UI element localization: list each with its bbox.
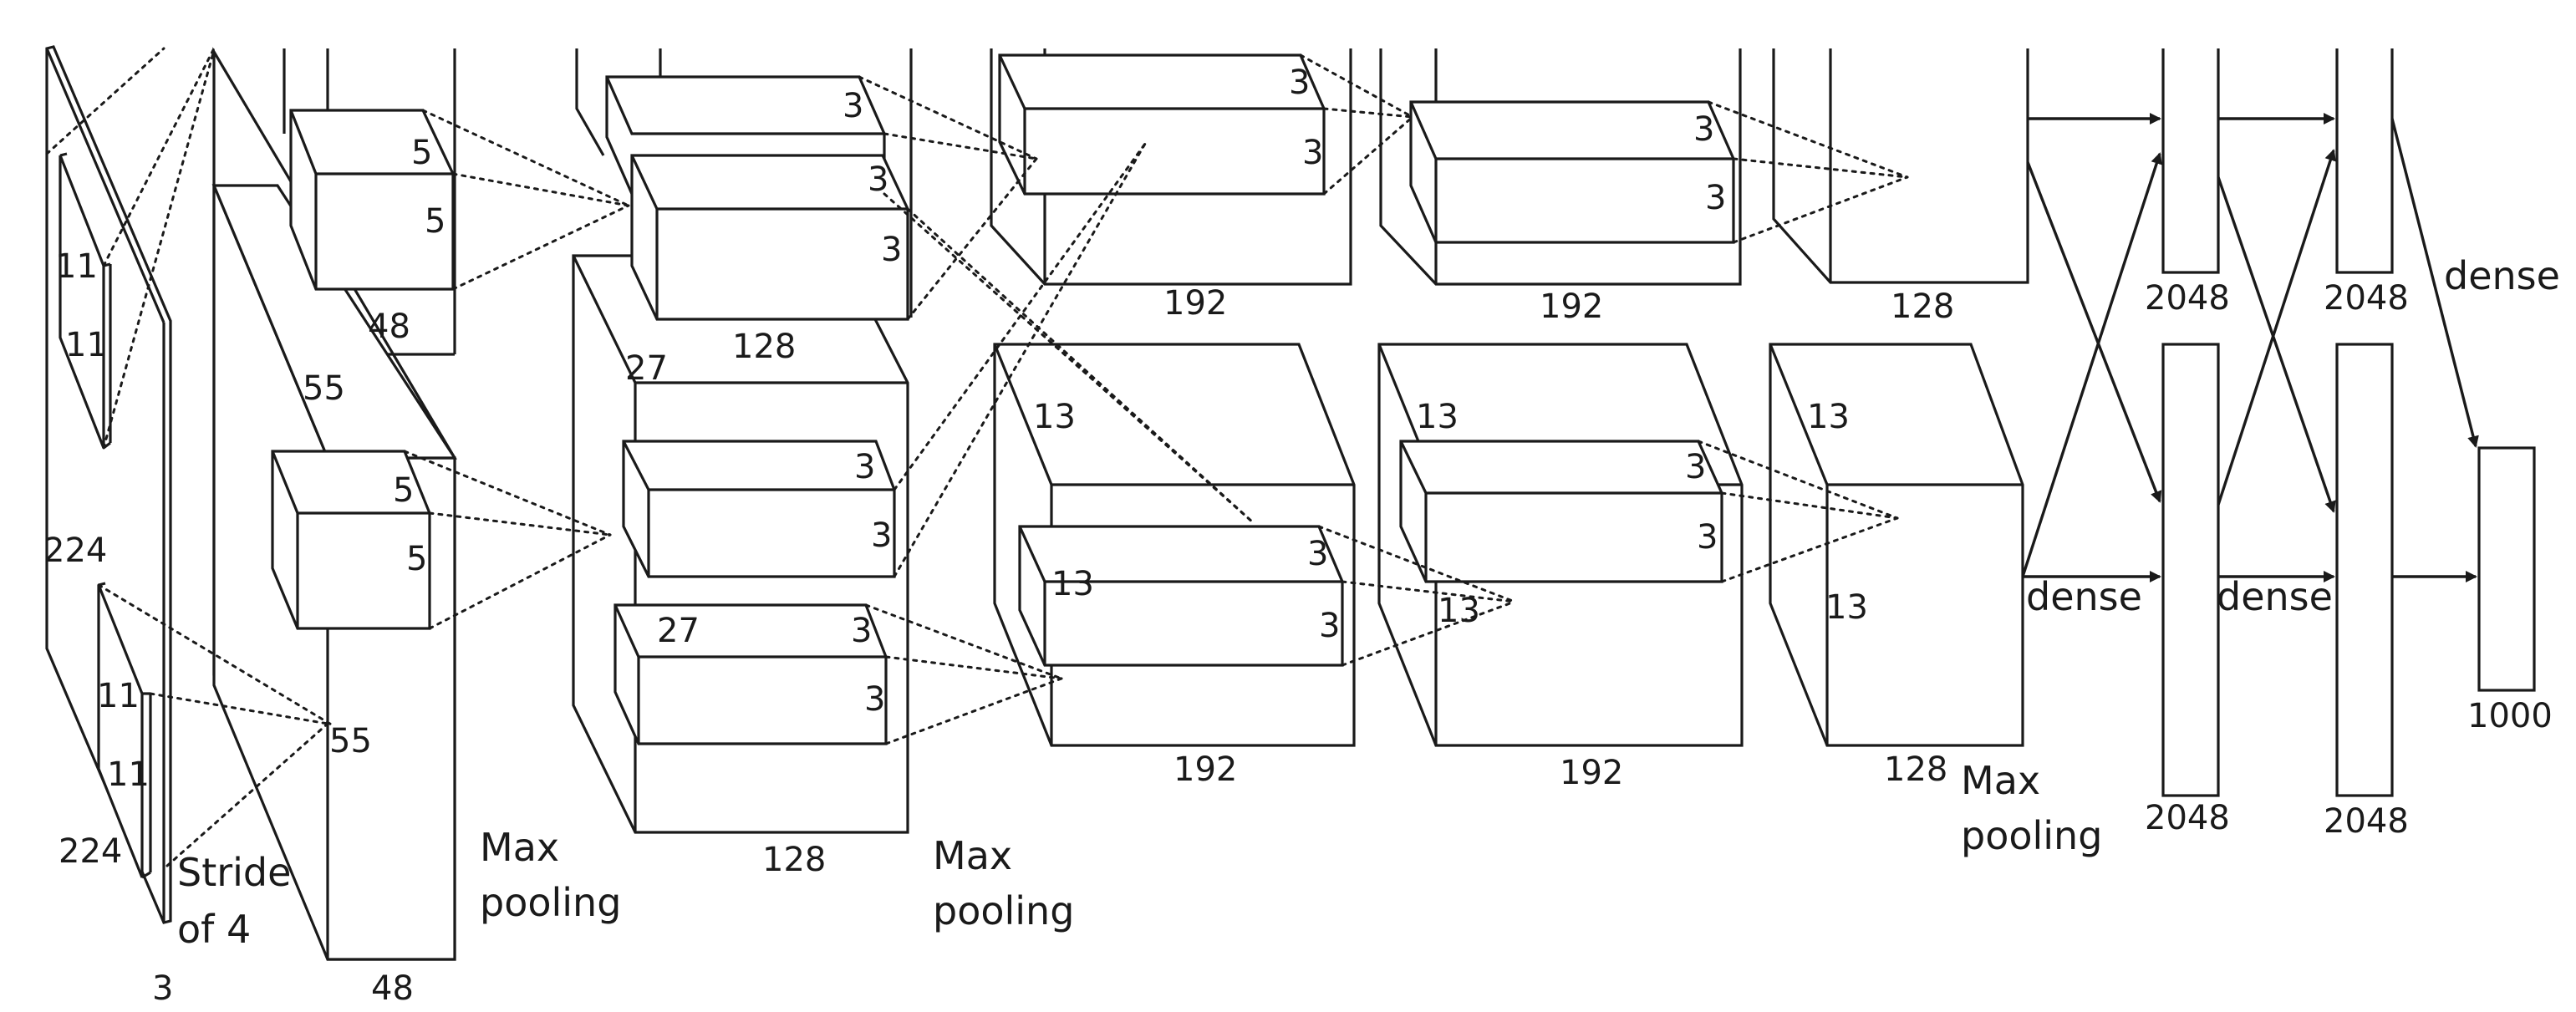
conv1-kernel-a: 5: [411, 134, 432, 172]
conv4-kernel-4: 3: [1697, 518, 1718, 557]
conv3-kernel-2: 3: [1302, 134, 1323, 172]
conv5-size-label: 13: [1807, 398, 1850, 436]
kernel1-h-label: 11: [65, 326, 108, 364]
conv1b-size-label: 55: [329, 722, 372, 760]
fc3-output: [2477, 446, 2536, 692]
conv4b-size-label: 13: [1438, 592, 1480, 630]
conv5b-size-label: 13: [1825, 588, 1868, 627]
conv5-volume-bottom: [1769, 343, 2024, 747]
conv4-kernel-top: [1409, 100, 1735, 244]
conv2-depth-top-label: 128: [732, 328, 796, 366]
stride-label-line2: of 4: [177, 907, 251, 952]
conv2-kernel-5: 3: [871, 516, 892, 555]
conv4-kernel-3: 3: [1685, 448, 1706, 486]
labels: 224 224 3 11 11 11 11 Stride of 4 55 55 …: [43, 64, 2560, 1008]
conv1-depth-bottom-label: 48: [371, 969, 414, 1008]
conv2-depth-bottom-label: 128: [762, 841, 826, 879]
projection-lines: [45, 47, 1909, 867]
conv1-size-label: 55: [303, 369, 345, 408]
conv3-kernel-top: [998, 53, 1326, 196]
kernel1b-w-label: 11: [97, 677, 140, 715]
maxpool2-line2: pooling: [933, 888, 1074, 933]
fc1-bottom-label: 2048: [2145, 799, 2230, 837]
kernel1b-h-label: 11: [107, 755, 150, 794]
conv5-volume-top: [1772, 48, 2029, 284]
conv2-kernel-7: 3: [864, 680, 885, 719]
dense-label-3: dense: [2444, 253, 2560, 298]
conv2-size-label: 27: [625, 349, 668, 388]
fc2-top-label: 2048: [2324, 279, 2409, 318]
conv2-kernel-3: 3: [881, 231, 902, 269]
fc1-bottom: [2161, 343, 2220, 797]
fc2-bottom-label: 2048: [2324, 802, 2409, 841]
conv2-kernel-4: 3: [854, 448, 875, 486]
dense-label-2: dense: [2217, 574, 2333, 619]
conv3-kernel-3: 3: [1307, 535, 1328, 573]
fc1-top: [2161, 48, 2220, 274]
conv3-kernel-1: 3: [1289, 64, 1310, 102]
dense-label-1: dense: [2026, 574, 2142, 619]
conv1-depth-top-label: 48: [368, 308, 410, 346]
fc2-bottom: [2335, 343, 2394, 797]
input-kernel-bottom: [97, 582, 152, 879]
stride-label-line1: Stride: [177, 850, 291, 895]
conv4-depth-bottom-label: 192: [1560, 754, 1623, 792]
conv2b-size-label: 27: [657, 612, 700, 650]
conv3-depth-bottom-label: 192: [1173, 750, 1237, 789]
conv1-kernel-b: 5: [425, 202, 445, 241]
fc2-top: [2335, 48, 2394, 274]
input-width-label: 224: [59, 832, 122, 871]
maxpool2-line1: Max: [933, 833, 1012, 878]
maxpool1-line2: pooling: [480, 880, 621, 925]
conv5-depth-top-label: 128: [1891, 287, 1954, 326]
conv5-depth-bottom-label: 128: [1884, 750, 1947, 789]
maxpool3-line2: pooling: [1961, 813, 2102, 858]
conv4-kernel-1: 3: [1693, 110, 1714, 149]
input-height-label: 224: [43, 531, 107, 570]
fc3-label: 1000: [2467, 697, 2553, 735]
conv4-kernel-bottom: [1399, 440, 1723, 583]
conv3-size-label: 13: [1033, 398, 1076, 436]
conv3-depth-top-label: 192: [1163, 284, 1227, 323]
maxpool1-line1: Max: [480, 825, 559, 870]
conv2-kernel-6: 3: [851, 612, 872, 650]
kernel1-w-label: 11: [55, 247, 98, 286]
conv3b-size-label: 13: [1051, 565, 1094, 603]
conv4-kernel-2: 3: [1705, 179, 1726, 217]
conv2-kernel-1: 3: [843, 87, 863, 125]
conv4-depth-top-label: 192: [1540, 287, 1603, 326]
conv2-kernel-2: 3: [868, 160, 888, 199]
conv1-kernel-d: 5: [406, 540, 427, 578]
conv4-size-label: 13: [1416, 398, 1459, 436]
conv1-kernel-c: 5: [393, 471, 414, 510]
conv2-kernel-bottom: [613, 603, 888, 745]
dense-arrows: [2021, 113, 2479, 582]
conv2-kernel-top-b: [630, 154, 909, 321]
fc1-top-label: 2048: [2145, 279, 2230, 318]
maxpool3-line1: Max: [1961, 758, 2040, 803]
input-depth-label: 3: [152, 969, 173, 1008]
conv3-kernel-4: 3: [1319, 607, 1340, 645]
